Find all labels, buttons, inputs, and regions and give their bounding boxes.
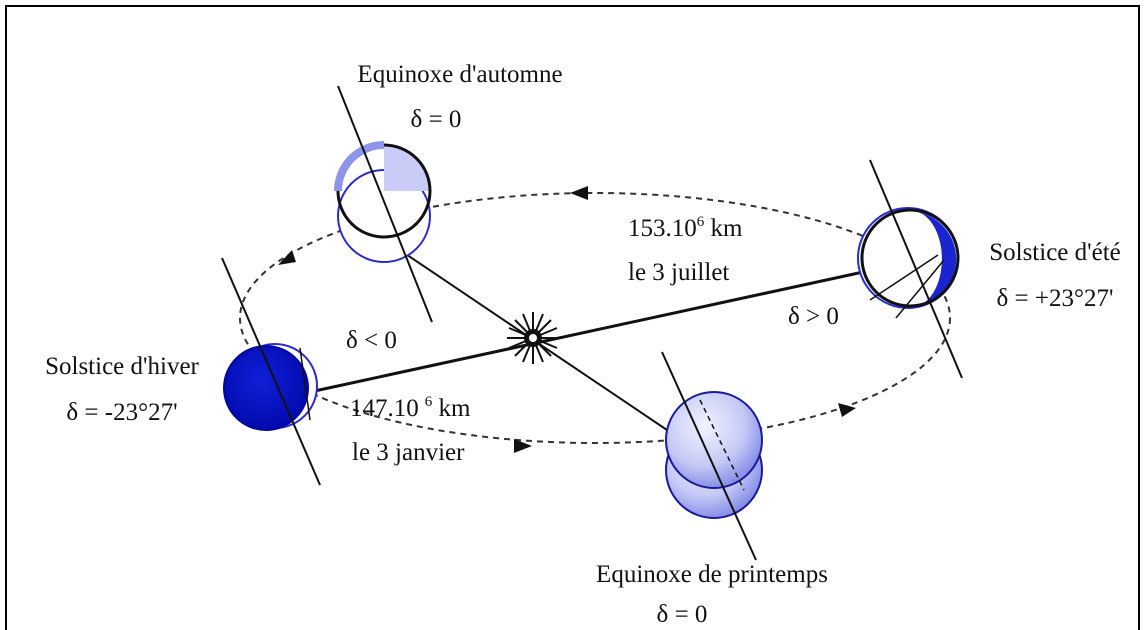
- aphelion-distance-label: 153.106 km: [628, 214, 743, 242]
- orbit-direction-arrow-icon: [514, 439, 532, 453]
- winter-solstice-label: Solstice d'hiver: [45, 353, 199, 380]
- aphelion-date-label: le 3 juillet: [628, 259, 729, 286]
- summer-delta-label: δ = +23°27': [997, 285, 1114, 312]
- orbit-direction-arrow-icon: [570, 186, 588, 200]
- earth-icon: [857, 159, 963, 379]
- frame-border: [5, 5, 1140, 630]
- orbit-direction-arrow-icon: [278, 250, 296, 265]
- earth-icon: [334, 85, 433, 323]
- perihelion-date-label: le 3 janvier: [352, 439, 465, 466]
- delta-negative-label: δ < 0: [346, 327, 397, 354]
- autumn-equinox-label: Equinoxe d'automne: [357, 61, 562, 88]
- winter-delta-label: δ = -23°27': [66, 399, 177, 426]
- orbit-direction-arrow-icon: [838, 403, 856, 417]
- earth-icon: [221, 257, 321, 486]
- spring-delta-label: δ = 0: [657, 601, 708, 628]
- summer-solstice-label: Solstice d'été: [989, 239, 1121, 266]
- spring-equinox-label: Equinoxe de printemps: [596, 561, 828, 588]
- aphelion-perihelion-line: [309, 262, 901, 394]
- autumn-delta-label: δ = 0: [411, 106, 462, 133]
- sun-icon: [507, 312, 559, 364]
- orbit-path: [239, 192, 951, 444]
- delta-positive-label: δ > 0: [788, 303, 839, 330]
- earth-icon: [661, 351, 763, 561]
